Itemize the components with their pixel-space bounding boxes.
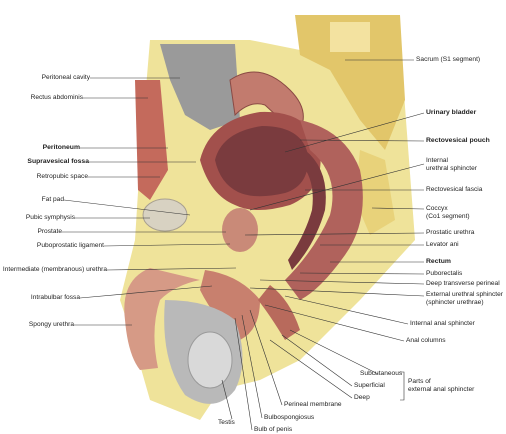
label-external-urethral-sphincter-2: (sphincter urethrae) [426,299,484,306]
bulb-shape [200,270,260,340]
label-rectovesical-fascia: Rectovesical fascia [426,186,483,193]
label-puboprostatic-ligament: Puboprostatic ligament [36,242,104,249]
label-intrabulbar-fossa: Intrabulbar fossa [30,294,80,301]
pubic-symphysis-shape [142,198,188,232]
sacrum-highlight [330,22,370,52]
label-pubic-symphysis: Pubic symphysis [25,214,75,221]
label-retropubic-space: Retropubic space [36,173,88,180]
leader-lines [62,59,425,431]
label-supravesical-fossa: Supravesical fossa [27,158,89,165]
label-urinary-bladder: Urinary bladder [426,109,477,116]
label-coccyx-1: Coccyx [426,205,448,212]
label-prostate: Prostate [37,228,62,235]
label-internal-anal-sphincter: Internal anal sphincter [410,320,475,327]
label-superficial: Superficial [354,382,385,389]
label-rectovesical-pouch: Rectovesical pouch [426,137,490,144]
anal-canal-shape [258,285,300,340]
label-testis: Testis [218,419,235,426]
label-parts-of-1: Parts of [408,378,431,385]
label-peritoneal-cavity: Peritoneal cavity [41,74,90,81]
label-sacrum: Sacrum (S1 segment) [416,56,481,63]
label-spongy-urethra: Spongy urethra [28,321,74,328]
label-levator-ani: Levator ani [426,241,459,248]
label-bulb-of-penis: Bulb of penis [254,426,293,433]
testis-shape [187,331,233,389]
label-intermediate-urethra: Intermediate (membranous) urethra [2,266,107,273]
rectum-lumen [288,150,326,270]
rectus-abdominis-shape [135,80,168,200]
label-perineal-membrane: Perineal membrane [284,401,342,408]
label-deep: Deep [354,394,370,401]
rectum-shape [285,120,363,300]
label-rectus-abdominis: Rectus abdominis [30,94,83,101]
label-fat-pad: Fat pad [41,196,64,203]
label-anal-columns: Anal columns [406,337,446,344]
label-rectum: Rectum [426,258,451,265]
label-deep-transverse-perineal: Deep transverse perineal [426,280,500,287]
label-external-urethral-sphincter-1: External urethral sphincter [426,291,503,298]
penis-shape [124,268,200,370]
sacrum-shape [295,15,405,150]
label-internal-urethral-sphincter-1: Internal [426,157,448,164]
label-subcutaneous: Subcutaneous [360,370,403,377]
bladder-lumen [215,126,309,197]
label-prostatic-urethra: Prostatic urethra [426,229,475,236]
label-peritoneum: Peritoneum [42,144,80,151]
label-parts-of-2: external anal sphincter [408,386,475,393]
peritoneal-cavity-shape [160,44,240,130]
label-coccyx-2: (Co1 segment) [426,213,470,220]
label-internal-urethral-sphincter-2: urethral sphincter [426,165,477,172]
prostate-shape [222,208,258,252]
label-bulbospongiosus: Bulbospongiosus [264,414,315,421]
label-puborectalis: Puborectalis [426,270,463,277]
coccyx-shape [355,150,395,235]
